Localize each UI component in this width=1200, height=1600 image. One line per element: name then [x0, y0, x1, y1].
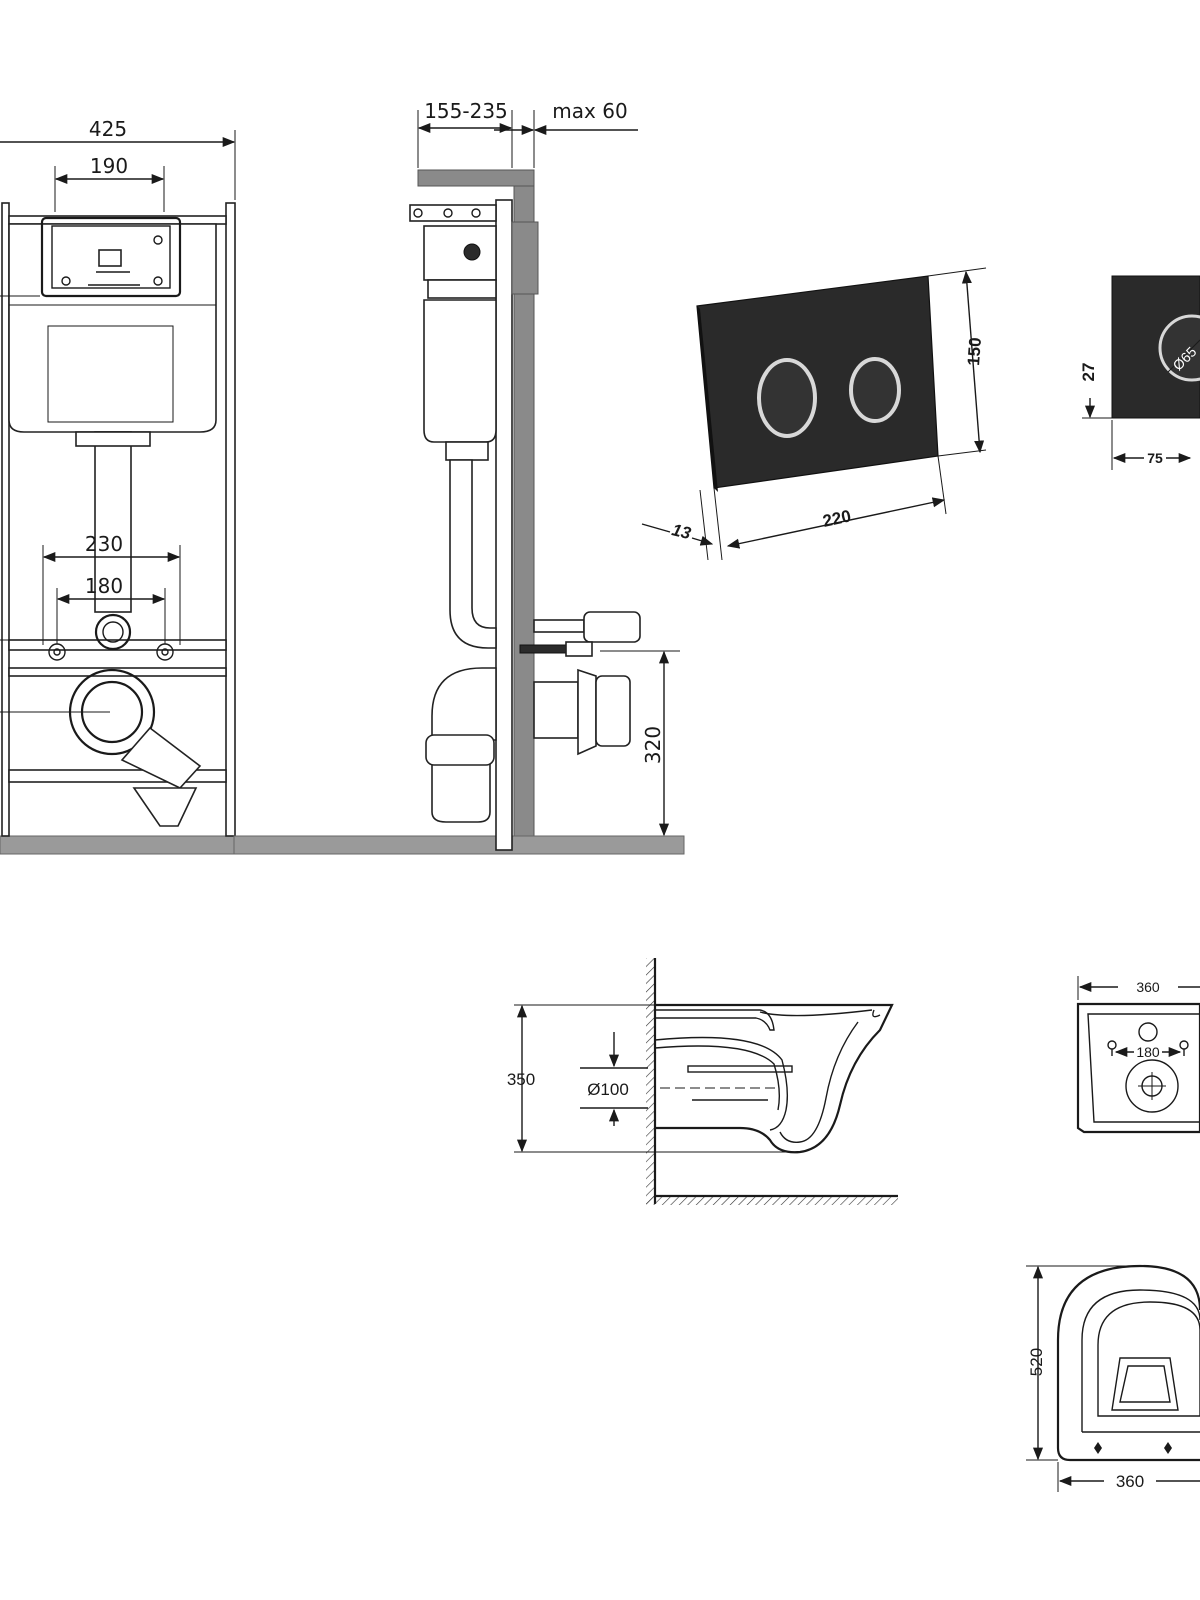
dim-button-offset-v: 27 — [1079, 363, 1098, 382]
flush-button-3d: 150 220 13 — [641, 267, 987, 561]
dim-frame-width: 425 — [89, 117, 127, 141]
dim-button-offset-h: 75 — [1147, 450, 1163, 466]
dim-cistern-width: 190 — [90, 154, 128, 178]
cistern-body — [8, 223, 217, 433]
dim-outlet-height: 320 — [641, 726, 665, 764]
dim-button-height: 150 — [964, 337, 985, 367]
dim-button-width: 220 — [821, 506, 853, 530]
flush-button-front: Ø65 27 75 — [1079, 275, 1200, 470]
flush-button-large — [757, 358, 817, 438]
dim-bowl-top-width: 360 — [1136, 979, 1160, 995]
dim-mount-outer: 230 — [85, 532, 123, 556]
flush-plate-face — [696, 275, 939, 489]
frame-right-post — [225, 202, 236, 837]
frame-front-view: 425 190 230 180 — [0, 117, 685, 855]
frame-side-view: 155-235 max 60 320 — [233, 99, 685, 855]
dim-bowl-length: 520 — [1027, 1348, 1046, 1376]
dim-button-thickness: 13 — [670, 520, 693, 543]
bowl-back-outline — [1076, 1002, 1200, 1134]
dim-pipe-diameter: Ø100 — [587, 1080, 629, 1099]
flush-button-small — [849, 357, 901, 423]
dim-wall-depth: 155-235 — [424, 99, 508, 123]
bowl-body-side — [655, 1003, 894, 1154]
bowl-back-view: 180 360 — [1076, 976, 1200, 1134]
dim-bowl-height: 350 — [507, 1070, 535, 1089]
dim-mount-inner: 180 — [85, 574, 123, 598]
bowl-side-view: 350 Ø100 — [507, 958, 898, 1205]
dim-bowl-plan-width: 360 — [1116, 1472, 1144, 1491]
bowl-plan-view: 520 360 — [1026, 1264, 1200, 1492]
wall-side — [417, 169, 535, 187]
dim-finish-max: max 60 — [552, 99, 627, 123]
water-inlet — [94, 613, 132, 651]
flush-opening — [40, 216, 182, 298]
dim-bowl-fixings: 180 — [1136, 1044, 1160, 1060]
frame-left-post — [1, 202, 10, 837]
